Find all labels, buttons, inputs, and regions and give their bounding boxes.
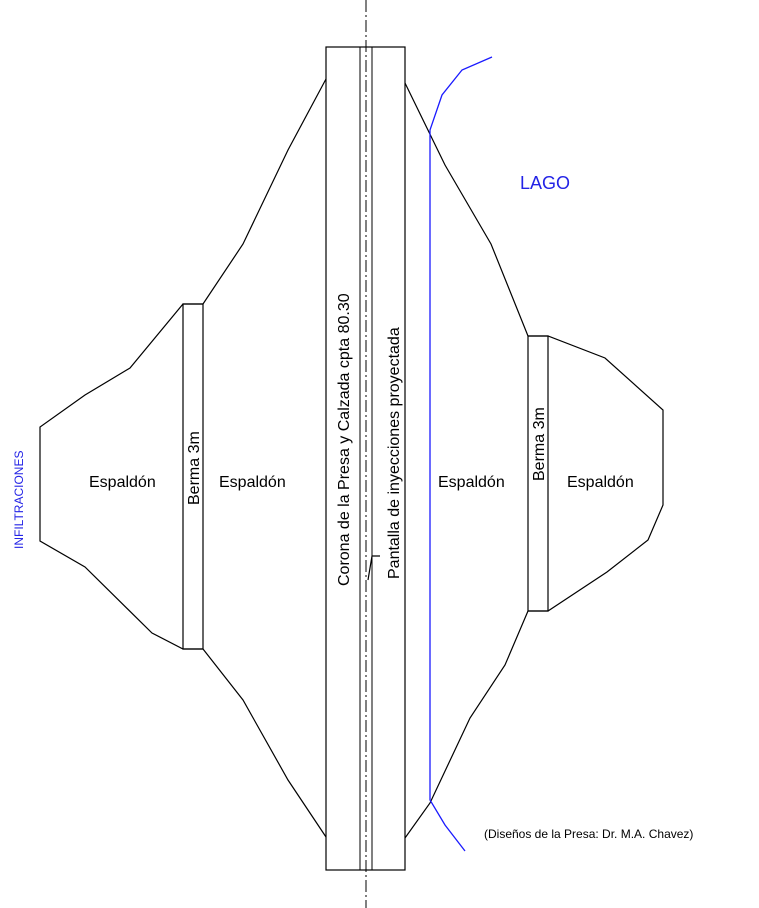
shoulder-far-left-label: Espaldón (89, 474, 156, 491)
crest-label: Corona de la Presa y Calzada cpta 80.30 (336, 293, 353, 586)
water-line (429, 56, 493, 852)
crest-rect (325, 46, 406, 871)
left-dam-outline (39, 78, 327, 838)
curtain-label: Pantalla de inyecciones proyectada (386, 327, 403, 579)
right-dam-outline (404, 82, 664, 839)
shoulder-right-label: Espaldón (438, 474, 505, 491)
curtain-leader (367, 555, 380, 581)
lake-label: LAGO (520, 173, 570, 193)
shoulder-far-right-label: Espaldón (567, 474, 634, 491)
shoulder-left-label: Espaldón (219, 474, 286, 491)
berm-right-label: Berma 3m (531, 407, 548, 481)
left-berm-rect (182, 303, 204, 650)
credit-label: (Diseños de la Presa: Dr. M.A. Chavez) (484, 827, 693, 841)
infiltration-label: INFILTRACIONES (12, 451, 26, 549)
right-berm-rect (527, 335, 549, 612)
berm-left-label: Berma 3m (186, 431, 203, 505)
